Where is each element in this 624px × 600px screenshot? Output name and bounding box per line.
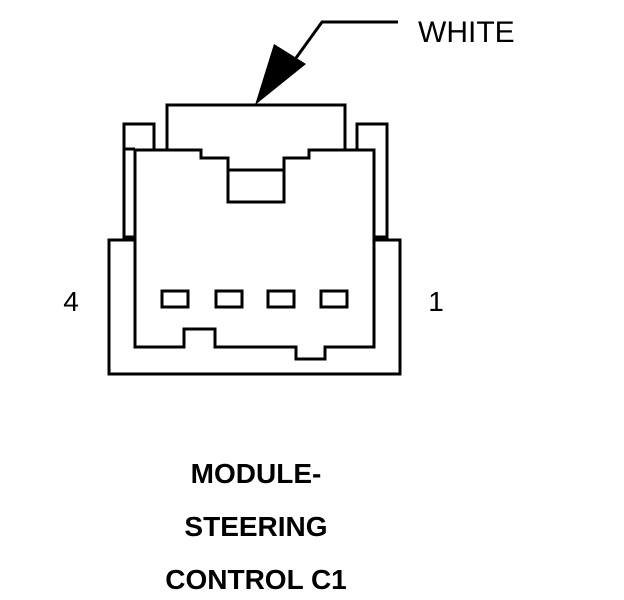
connector-housing — [133, 148, 376, 361]
pin-label-left: 4 — [63, 286, 79, 317]
title-line-2: STEERING — [184, 511, 327, 542]
connector-left-ear-side — [122, 149, 134, 239]
pin-label-right: 1 — [428, 286, 444, 317]
color-callout-label: WHITE — [418, 16, 515, 49]
terminal-cavity-3 — [214, 289, 244, 309]
terminal-cavity-4 — [160, 289, 190, 309]
connector-title: MODULE- STEERING CONTROL C1 — [165, 458, 347, 595]
color-callout-leader — [255, 20, 398, 105]
connector-latch — [165, 103, 347, 150]
connector-right-ear — [355, 122, 389, 239]
terminal-cavity-1 — [319, 289, 349, 309]
connector-body — [107, 103, 402, 376]
leader-line — [294, 20, 398, 59]
connector-left-ear — [122, 122, 156, 151]
terminal-cavities — [160, 289, 349, 309]
leader-arrowhead — [255, 44, 306, 105]
terminal-cavity-2 — [266, 289, 296, 309]
title-line-1: MODULE- — [191, 458, 322, 489]
title-line-3: CONTROL C1 — [165, 564, 347, 595]
